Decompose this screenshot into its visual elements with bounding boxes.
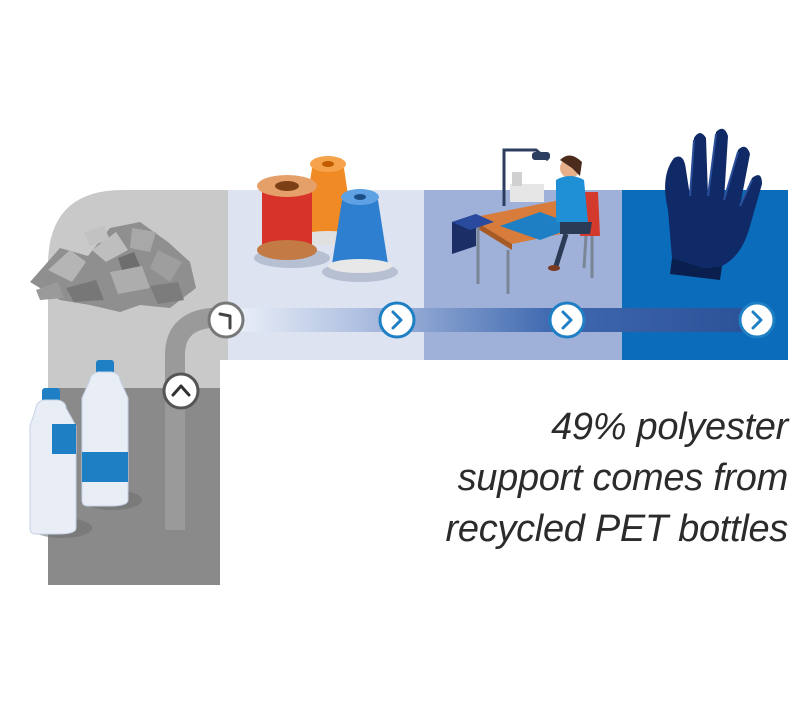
thread-spools-icon: [254, 156, 398, 282]
caption-text: 49% polyester support comes from recycle…: [328, 402, 789, 555]
chevron-corner-icon: [207, 301, 245, 339]
chevron-right-icon: [738, 301, 776, 339]
process-pipe: [228, 308, 768, 332]
chevron-right-icon: [378, 301, 416, 339]
pet-bottles-icon: [29, 360, 142, 538]
chevron-right-icon: [548, 301, 586, 339]
caption-line-1: 49% polyester: [551, 406, 788, 448]
glove-icon: [665, 128, 762, 280]
crushed-plastic-icon: [30, 222, 196, 312]
sewing-worker-icon: [452, 148, 600, 294]
caption-line-2: support comes from: [457, 457, 789, 499]
caption-line-3: recycled PET bottles: [445, 508, 789, 550]
chevron-up-icon: [162, 372, 200, 410]
